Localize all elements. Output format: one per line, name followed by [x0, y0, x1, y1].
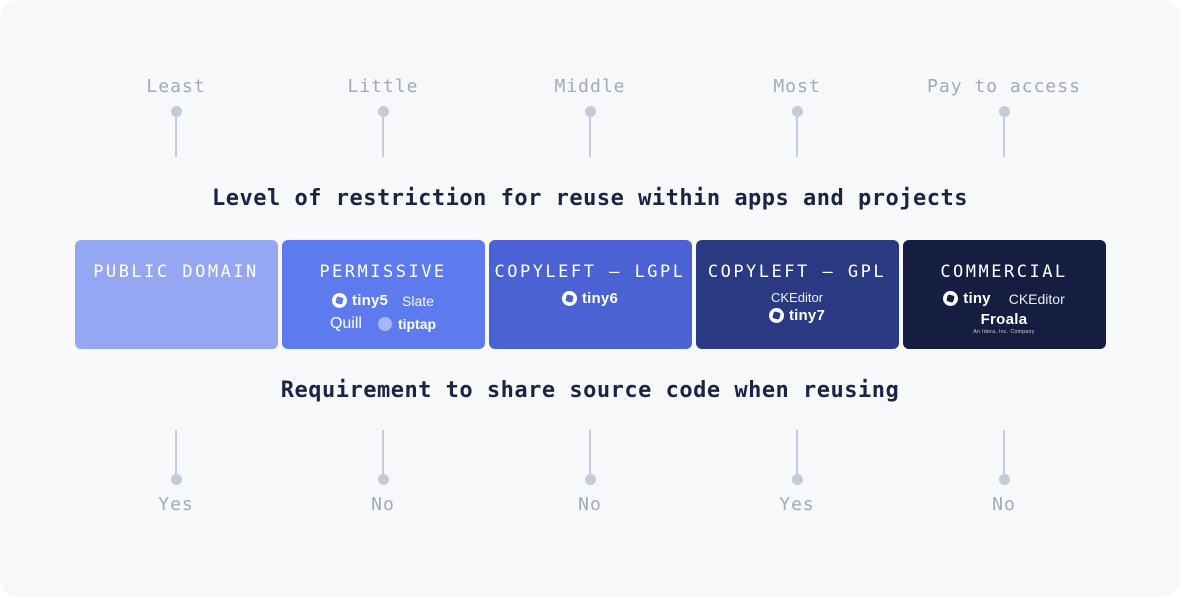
- restriction-scale-item-little: Little: [282, 76, 485, 157]
- pin-line: [589, 117, 591, 157]
- restriction-title: Level of restriction for reuse within ap…: [212, 186, 968, 211]
- scale-label: Middle: [554, 76, 626, 97]
- pin-dot: [377, 106, 389, 117]
- card-copyleft-lgpl: COPYLEFT — LGPL tiny6: [488, 240, 692, 349]
- restriction-scale-item-least: Least: [75, 76, 278, 157]
- scale-label: No: [578, 494, 602, 515]
- card-title: COMMERCIAL: [940, 262, 1068, 282]
- tiptap-logo: tiptap: [397, 316, 437, 332]
- card-title: PUBLIC DOMAIN: [93, 262, 259, 282]
- tiny5-logo: tiny5: [352, 292, 389, 309]
- restriction-scale-item-pay: Pay to access: [903, 76, 1106, 157]
- share-scale-item-2: No: [282, 430, 485, 515]
- share-scale-item-5: No: [903, 430, 1106, 515]
- pin-line: [1003, 430, 1005, 474]
- card-public-domain: PUBLIC DOMAIN: [74, 240, 278, 349]
- card-title: COPYLEFT — GPL: [707, 262, 887, 282]
- pin-dot: [791, 106, 803, 117]
- scale-label: Pay to access: [927, 76, 1081, 97]
- pin-line: [382, 117, 384, 157]
- tiny-logo-icon: [768, 308, 784, 323]
- scale-label: No: [992, 494, 1016, 515]
- tiny-logo: tiny: [963, 290, 991, 307]
- slate-logo: Slate: [402, 292, 434, 309]
- pin-line: [175, 430, 177, 474]
- scale-label: Yes: [779, 494, 815, 515]
- pin-dot: [170, 106, 182, 117]
- tiny-logo-icon: [943, 291, 959, 306]
- card-title: PERMISSIVE: [319, 262, 447, 282]
- froala-logo: Froala: [980, 311, 1028, 328]
- scale-label: Most: [773, 76, 821, 97]
- pin-line: [796, 117, 798, 157]
- tiny6-logo: tiny6: [581, 290, 618, 307]
- license-cards: PUBLIC DOMAIN PERMISSIVE tiny5 Slate Qui…: [0, 240, 1180, 349]
- pin-line: [796, 430, 798, 474]
- card-permissive: PERMISSIVE tiny5 Slate Quill tiptap: [281, 240, 485, 349]
- card-commercial: COMMERCIAL tiny CKEditor Froala An Idera…: [902, 240, 1106, 349]
- scale-label: No: [371, 494, 395, 515]
- pin-dot: [998, 474, 1010, 485]
- share-scale: Yes No No Yes No: [0, 430, 1180, 515]
- restriction-scale-item-most: Most: [696, 76, 899, 157]
- tiptap-logo-icon: [377, 317, 392, 331]
- restriction-scale: Least Little Middle Most Pay to access: [0, 76, 1180, 157]
- froala-logo-block: Froala An Idera, Inc. Company: [973, 311, 1034, 335]
- pin-line: [589, 430, 591, 474]
- ckeditor-logo: CKEditor: [770, 290, 824, 305]
- pin-dot: [584, 106, 596, 117]
- tiny7-logo: tiny7: [788, 307, 825, 324]
- pin-dot: [998, 106, 1010, 117]
- restriction-scale-item-middle: Middle: [489, 76, 692, 157]
- pin-dot: [377, 474, 389, 485]
- scale-label: Little: [347, 76, 419, 97]
- share-scale-item-1: Yes: [75, 430, 278, 515]
- pin-dot: [584, 474, 596, 485]
- pin-line: [1003, 117, 1005, 157]
- tiny-logo-icon: [332, 293, 348, 308]
- card-copyleft-gpl: COPYLEFT — GPL CKEditor tiny7: [695, 240, 899, 349]
- share-title: Requirement to share source code when re…: [280, 378, 900, 403]
- share-scale-item-4: Yes: [696, 430, 899, 515]
- scale-label: Yes: [158, 494, 194, 515]
- pin-line: [382, 430, 384, 474]
- scale-label: Least: [146, 76, 206, 97]
- card-title: COPYLEFT — LGPL: [494, 262, 686, 282]
- share-scale-item-3: No: [489, 430, 692, 515]
- ckeditor-logo: CKEditor: [1008, 290, 1065, 307]
- tiny-logo-icon: [561, 291, 577, 306]
- pin-dot: [791, 474, 803, 485]
- quill-logo: Quill: [329, 315, 362, 332]
- pin-dot: [170, 474, 182, 485]
- pin-line: [175, 117, 177, 157]
- froala-tagline: An Idera, Inc. Company: [973, 329, 1035, 335]
